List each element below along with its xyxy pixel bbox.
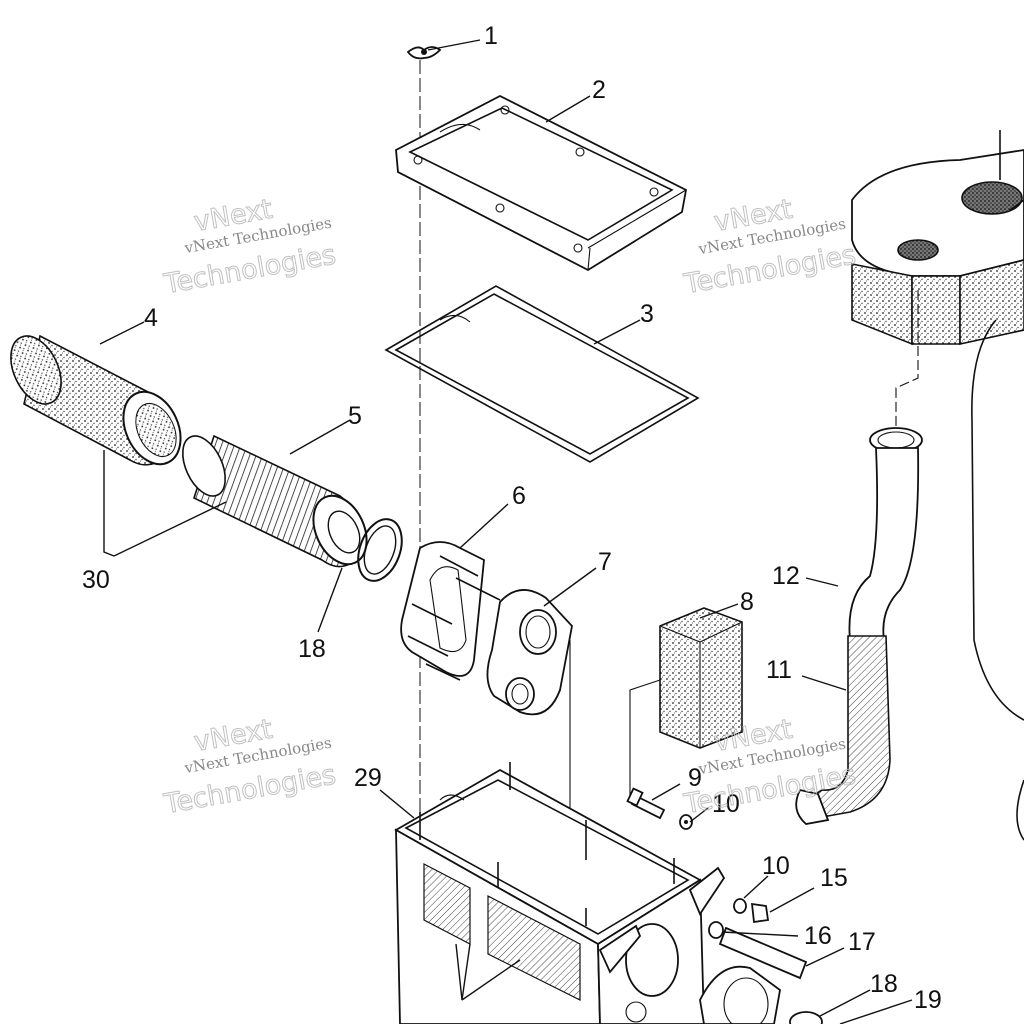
callout-5: 5 <box>348 402 362 430</box>
bracket-part <box>598 866 726 974</box>
callout-12: 12 <box>772 562 800 590</box>
callout-4: 4 <box>144 304 158 332</box>
air-filter-element-part <box>182 434 368 568</box>
watermark-top-left: vNext vNext Technologies Technologies <box>161 193 339 300</box>
callout-11: 11 <box>766 656 792 684</box>
callout-18-ring: 18 <box>298 635 326 663</box>
pre-filter-sleeve-part <box>10 334 182 466</box>
callout-18-flange: 18 <box>870 970 898 998</box>
callout-19: 19 <box>914 986 942 1014</box>
callout-8: 8 <box>740 588 754 616</box>
airbox-base-part <box>394 762 705 1024</box>
callout-10-lower: 10 <box>762 852 790 880</box>
foam-block-part <box>629 607 743 800</box>
airbox-studs <box>419 762 675 926</box>
intake-duct-part <box>848 427 923 641</box>
callout-7: 7 <box>598 548 612 576</box>
watermark-bottom-left: vNext vNext Technologies Technologies <box>161 713 339 820</box>
nut-part <box>733 898 770 924</box>
silencer-housing-part <box>851 130 1024 841</box>
bolt-part <box>626 787 666 820</box>
intake-adapter-part <box>486 589 573 870</box>
callout-30: 30 <box>82 566 110 594</box>
outlet-flange-part <box>699 965 823 1024</box>
callout-15: 15 <box>820 864 848 892</box>
callout-labels: 1 2 3 4 5 6 7 8 9 10 11 12 18 29 30 10 1… <box>82 22 942 1014</box>
lid-gasket-part <box>384 285 700 463</box>
callout-1: 1 <box>484 22 498 50</box>
grommet-part <box>708 921 724 939</box>
airbox-lid-part <box>395 94 688 272</box>
callout-10-upper: 10 <box>712 790 740 818</box>
callout-6: 6 <box>512 482 526 510</box>
callout-2: 2 <box>592 76 606 104</box>
callout-17: 17 <box>848 928 876 956</box>
flange-gasket-part <box>400 541 501 681</box>
callout-16: 16 <box>804 922 832 950</box>
leader-lines <box>99 39 913 1024</box>
washer-part <box>679 814 693 830</box>
o-ring-part <box>357 518 403 582</box>
callout-9: 9 <box>688 764 702 792</box>
drain-tube-part <box>718 926 808 980</box>
hose-part <box>795 635 891 825</box>
callout-29: 29 <box>354 764 382 792</box>
callout-3: 3 <box>640 300 654 328</box>
watermark-top-right: vNext vNext Technologies Technologies <box>681 193 859 300</box>
